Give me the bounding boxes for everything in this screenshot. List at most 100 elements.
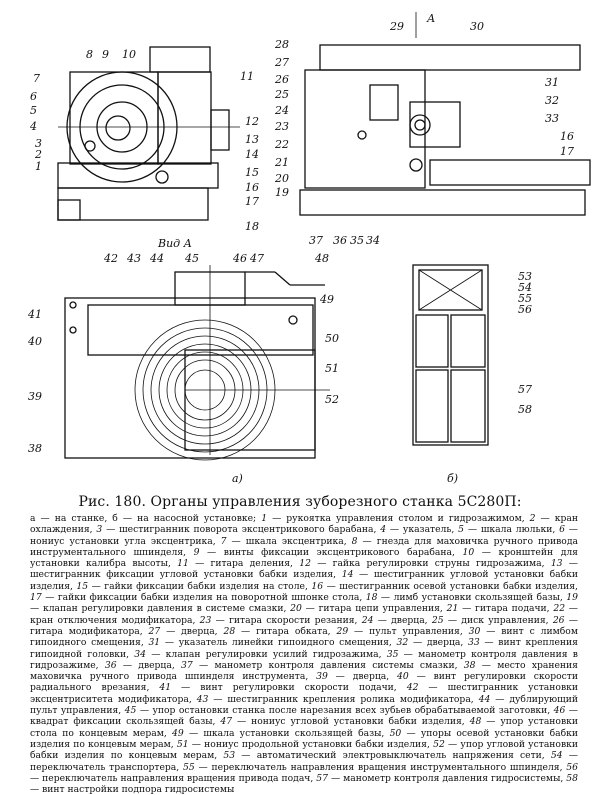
legend-item: 16 — шестигранник осевой установки бабки… [308, 581, 578, 592]
legend-text: — дверца, [116, 659, 175, 671]
legend-number: 32 [391, 637, 409, 649]
legend-text: — рукоятка управления столом и гидрозажи… [267, 513, 525, 524]
machine-drawing: 1 2 3 4 5 6 7 8 9 10 11 12 13 14 15 16 1… [27, 12, 591, 485]
legend-text: — шестигранник крепления ролика модифика… [208, 693, 474, 705]
legend-text: — упор установки стола по концевым мерам… [30, 716, 578, 739]
callout-25: 25 [274, 88, 289, 101]
legend-number: 34 [129, 648, 146, 660]
callout-3: 3 [35, 137, 42, 150]
legend-text: — клапан регулировки давления в системе … [30, 603, 287, 615]
legend-item: 10 — кронштейн для установки калибра выс… [30, 547, 578, 569]
legend-item: 23 — гитара скорости резания, [195, 615, 358, 626]
legend-number: 36 [98, 659, 117, 671]
callout-21: 21 [274, 156, 289, 169]
callout-10: 10 [122, 48, 136, 61]
callout-30: 30 [470, 20, 484, 33]
callout-5: 5 [30, 104, 37, 117]
callout-42: 42 [103, 252, 118, 265]
legend-number: 18 [362, 592, 378, 604]
legend-number: 10 [454, 546, 475, 558]
legend-item: 7 — шкала эксцентрика, [216, 536, 347, 547]
legend-number: 2 [524, 513, 536, 524]
legend-number: 56 [562, 761, 578, 773]
legend-number: 54 [544, 750, 563, 762]
arrow-a-label: А [426, 12, 435, 25]
callout-44: 44 [149, 252, 164, 265]
legend-text: — квадрат фиксации скользящей базы, [30, 705, 578, 728]
legend-item: 41 — винт регулировки скорости подачи, [149, 682, 396, 693]
legend-item: 31 — указатель линейки гипоидного смещен… [144, 637, 392, 649]
legend-item: 11 — гитара деления, [171, 558, 293, 569]
legend-item: 50 — упоры осевой установки бабки издели… [30, 728, 578, 750]
legend-item: 32 — дверца, [391, 637, 464, 649]
legend-item: 33 — винт крепления гипоидной головки, [30, 637, 578, 659]
callout-56: 56 [518, 303, 532, 316]
legend-item: 55 — переключатель направления вращения … [179, 761, 563, 773]
subfigure-a-label: а) [232, 472, 243, 485]
legend-text: — указатель линейки гипоидного смещения, [160, 637, 392, 649]
side-view [299, 12, 591, 216]
legend-text: — нониус установки угла эксцентрика, [30, 524, 578, 547]
callout-43: 43 [126, 252, 141, 265]
legend-number: 1 [261, 513, 268, 524]
legend-number: 57 [313, 772, 328, 784]
legend-item: 38 — место хранения маховичка ручного пр… [30, 660, 578, 682]
legend-item: 36 — дверца, [99, 660, 175, 671]
legend-item: 15 — гайки фиксации бабки изделия на сто… [73, 581, 307, 592]
legend-text: — пульт управления, [348, 625, 463, 637]
legend-text: — клапан регулировки усилий гидрозажима, [146, 648, 382, 660]
legend-number: 40 [389, 671, 409, 683]
legend-number: 26 [548, 614, 565, 626]
legend-number: 55 [179, 761, 195, 773]
callout-labels: 1 2 3 4 5 6 7 8 9 10 11 12 13 14 15 16 1… [27, 12, 574, 485]
legend-number: 49 [166, 727, 184, 739]
legend-text: — дверца, [373, 614, 428, 626]
legend-number: 4 [376, 524, 387, 536]
legend-item: 49 — шкала установки скользящей базы, [166, 727, 384, 739]
callout-1: 1 [35, 160, 42, 173]
legend-text: — шестигранник фиксации угловой установк… [30, 558, 578, 581]
legend-item: 47 — нониус угловой установки бабки изде… [215, 716, 464, 727]
legend-item: 1 — рукоятка управления столом и гидроза… [261, 513, 524, 524]
callout-41: 41 [27, 308, 42, 321]
callout-37: 37 [309, 234, 323, 247]
legend-number: 50 [384, 727, 402, 739]
legend-item: 34 — клапан регулировки усилий гидрозажи… [129, 649, 381, 660]
callout-17b: 17 [560, 145, 574, 158]
callout-7: 7 [33, 72, 40, 85]
callout-45: 45 [184, 252, 199, 265]
legend-number: 46 [550, 705, 566, 717]
legend-number: 35 [381, 648, 399, 660]
legend-item: 4 — указатель, [376, 524, 454, 535]
plan-view-a [64, 265, 330, 461]
legend-item: 51 — нониус продольной установки бабки и… [174, 739, 430, 750]
callout-15: 15 [245, 166, 259, 179]
callout-48: 48 [314, 252, 329, 265]
legend-text: — гайки фиксации бабки изделия на поворо… [41, 592, 363, 604]
callout-17: 17 [245, 195, 259, 208]
legend-text: — гитара деления, [188, 558, 293, 570]
legend-text: — манометр контроля давления гидросистем… [327, 772, 564, 784]
legend-text: — шкала эксцентрика, [226, 535, 347, 547]
legend-item: 24 — дверца, [357, 614, 428, 626]
legend-text: — дверца, [408, 637, 464, 649]
pump-unit [412, 264, 489, 446]
callout-35: 35 [350, 234, 364, 247]
legend-item: 29 — пульт управления, [331, 625, 463, 637]
legend-item: 57 — манометр контроля давления гидросис… [313, 773, 563, 784]
legend-text: — упор остановки станка после нарезания … [136, 705, 551, 717]
legend-text: — винт регулировки скорости радиального … [30, 671, 578, 694]
legend-item: 45 — упор остановки станка после нарезан… [121, 705, 551, 717]
legend-text: — нониус угловой установки бабки изделия… [232, 716, 465, 728]
legend-item: 19 — клапан регулировки давления в систе… [30, 592, 578, 614]
legend-number: 19 [562, 592, 578, 604]
legend-item: 44 — дублирующий пульт управления, [30, 694, 578, 716]
legend-text: — переключатель направления вращения при… [30, 772, 314, 784]
legend-number: 30 [462, 625, 481, 637]
legend-text: — шестигранник поворота эксцентрикового … [102, 524, 377, 536]
legend-item: 18 — лимб установки скользящей базы, [362, 592, 563, 603]
callout-11: 11 [240, 70, 254, 83]
legend-number: 8 [346, 535, 358, 547]
legend-number: 45 [121, 705, 137, 717]
callout-6: 6 [30, 90, 37, 103]
